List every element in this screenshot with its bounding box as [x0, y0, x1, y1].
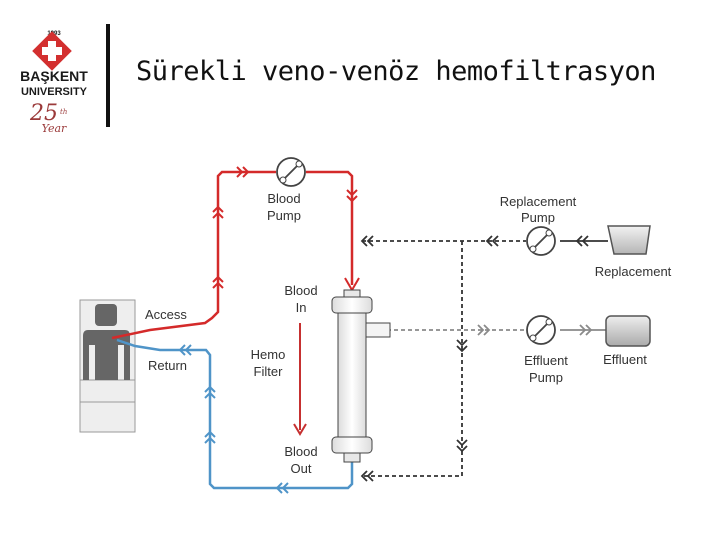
- page-title: Sürekli veno-venöz hemofiltrasyon: [136, 56, 656, 87]
- blood-pump-label-line2: Pump: [267, 208, 301, 223]
- hemo-filter-label-line1: Hemo: [251, 347, 286, 362]
- blood-pump-icon: [276, 157, 306, 187]
- arterial-chevrons: [212, 166, 358, 289]
- logo-emblem: [32, 31, 72, 71]
- logo-anniversary-suffix: th: [60, 108, 67, 116]
- replacement-label: Replacement: [595, 264, 672, 279]
- replacement-post-filter-line: [362, 241, 463, 477]
- chevron-left-icon: [575, 235, 589, 247]
- chevron-left-icon: [275, 482, 289, 494]
- blood-in-label-line1: Blood: [284, 283, 317, 298]
- blood-pump-label-line1: Blood: [267, 191, 300, 206]
- effluent-container-icon: [605, 315, 651, 347]
- patient-figure: [79, 299, 136, 433]
- chevron-left-icon: [178, 344, 192, 356]
- arterial-line-segment-filter: [306, 170, 354, 285]
- chevron-left-icon: [360, 235, 374, 247]
- chevron-right-icon: [477, 324, 491, 336]
- chevron-up-icon: [204, 430, 216, 444]
- venous-line-segment-return: [116, 338, 354, 490]
- effluent-label: Effluent: [603, 352, 647, 367]
- replacement-bag-icon: [607, 225, 651, 255]
- chevron-down-icon: [456, 439, 468, 453]
- replacement-pump-label-line1: Replacement: [500, 194, 577, 209]
- effluent-pump-label-line2: Pump: [529, 370, 563, 385]
- hemofilter: [331, 289, 391, 463]
- arterial-line-segment-access: [111, 170, 276, 340]
- effluent-pump-icon: [526, 315, 556, 345]
- header-divider: [106, 24, 110, 127]
- patient-head: [95, 304, 117, 326]
- baskent-university-logo: 1993 BAŞKENT UNIVERSITY 25 th Year: [20, 31, 88, 135]
- venous-line: [116, 338, 354, 490]
- blood-out-label-line2: Out: [291, 461, 312, 476]
- filter-flow-arrow: [293, 323, 307, 436]
- logo-anniversary-number: 25: [29, 101, 58, 126]
- blood-out-label-line1: Blood: [284, 444, 317, 459]
- chevron-left-icon: [485, 235, 499, 247]
- chevron-right-icon: [579, 324, 593, 336]
- logo-name-line1: BAŞKENT: [20, 68, 88, 84]
- patient-body: [83, 330, 130, 380]
- chevron-down-icon: [456, 339, 468, 353]
- effluent-line: [366, 324, 606, 336]
- blood-in-label-line2: In: [296, 300, 307, 315]
- chevron-right-icon: [236, 166, 250, 178]
- replacement-pump-icon: [526, 226, 556, 256]
- chevron-left-icon: [360, 470, 374, 482]
- effluent-pump-label-line1: Effluent: [524, 353, 568, 368]
- logo-anniversary-word: Year: [42, 122, 67, 135]
- hemofilter-effluent-port: [365, 322, 391, 338]
- access-label: Access: [145, 307, 187, 322]
- logo-name-line2: UNIVERSITY: [21, 86, 88, 98]
- replacement-fluid-line: [360, 235, 608, 482]
- chevron-up-icon: [204, 385, 216, 399]
- chevron-down-icon: [346, 189, 358, 203]
- hemo-filter-label-line2: Filter: [254, 364, 284, 379]
- chevron-up-icon: [212, 275, 224, 289]
- chevron-up-icon: [212, 205, 224, 219]
- return-label: Return: [148, 358, 187, 373]
- venous-chevrons: [178, 344, 289, 494]
- replacement-pump-label-line2: Pump: [521, 210, 555, 225]
